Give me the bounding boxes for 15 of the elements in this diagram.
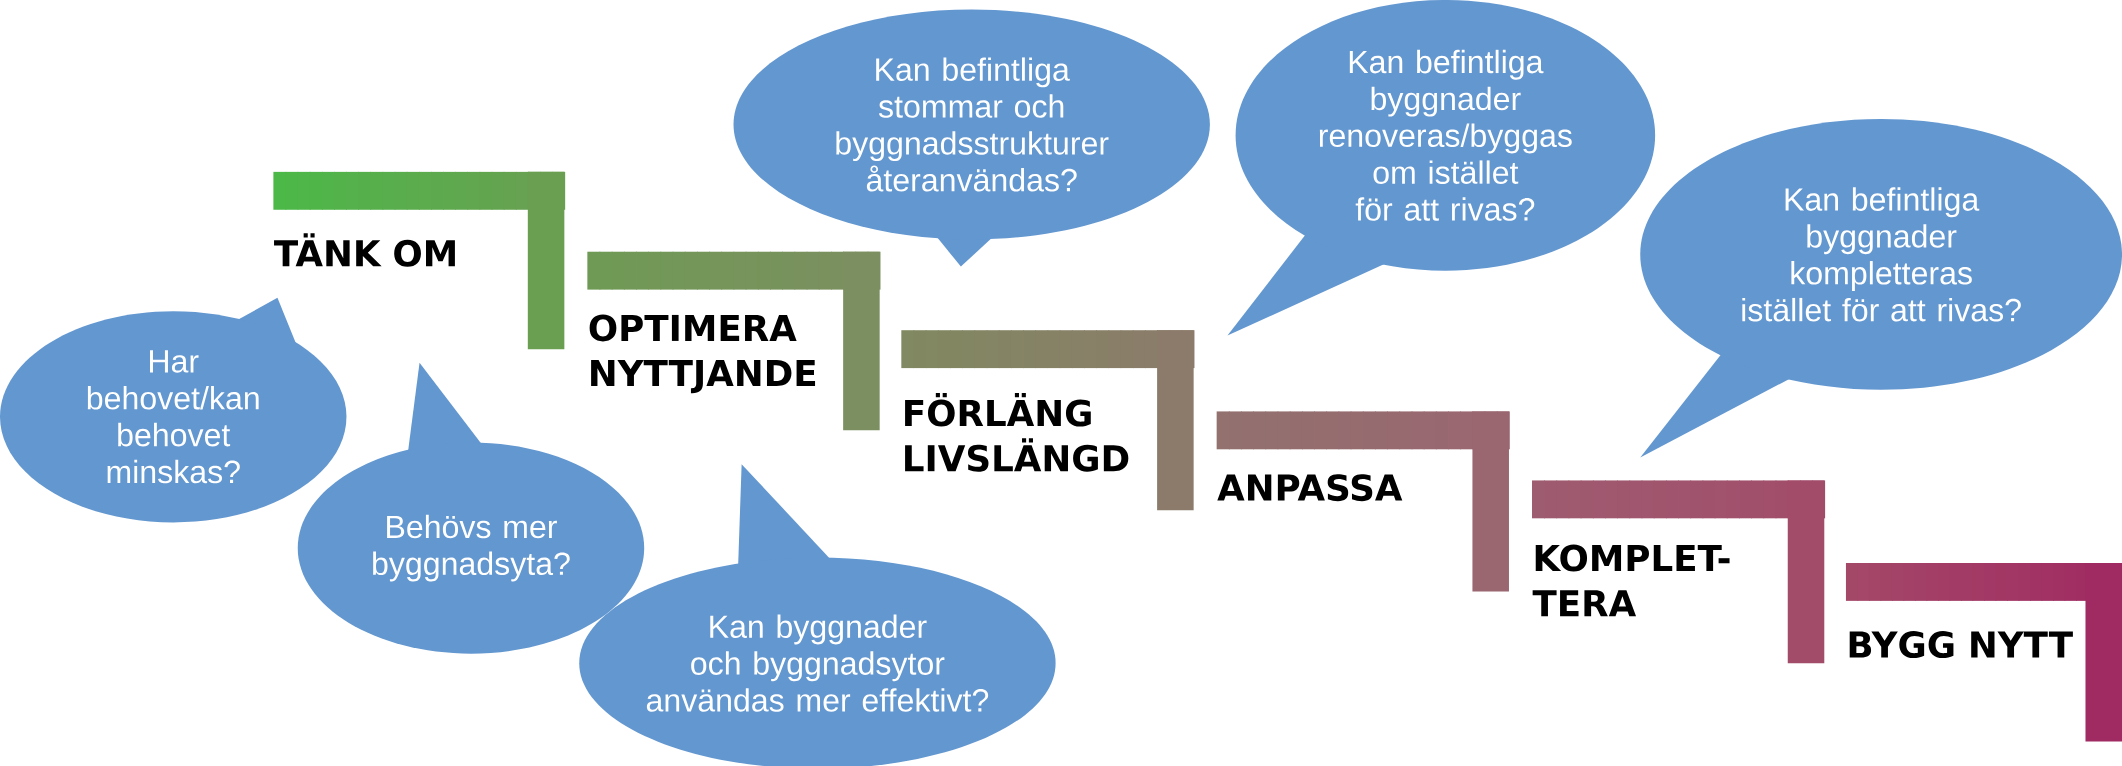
node-label: ANPASSA xyxy=(1217,474,1403,502)
stair-step: FÖRLÄNG LIVSLÄNGD xyxy=(901,330,1195,511)
stair-step: TÄNK OM xyxy=(273,171,566,350)
speech-bubble: Kan befintliga byggnader renoveras/byggas om istället för att rivas? xyxy=(1227,0,1656,336)
speech-bubble: Kan befintliga stommar och byggnadsstrukturer återanvändas? xyxy=(733,9,1210,267)
speech-bubble: Har behovet/kan behovet minskas? xyxy=(0,297,347,523)
node-label: TÄNK OM xyxy=(274,233,455,267)
stair-step: OPTIMERA NYTTJANDE xyxy=(587,251,881,431)
node-label: KOMPLET- TERA xyxy=(1532,544,1730,617)
stair-step: BYGG NYTT xyxy=(1845,563,2122,742)
node-label: Kan byggnader och byggnadsytor användas mer effektivt? xyxy=(646,614,989,712)
speech-bubble: Kan befintliga byggnader kompletteras istället för att rivas? xyxy=(1640,119,2122,458)
node-label: BYGG NYTT xyxy=(1849,631,2073,659)
stair-step: ANPASSA xyxy=(1216,411,1510,592)
stair-step: KOMPLET- TERA xyxy=(1532,480,1826,664)
